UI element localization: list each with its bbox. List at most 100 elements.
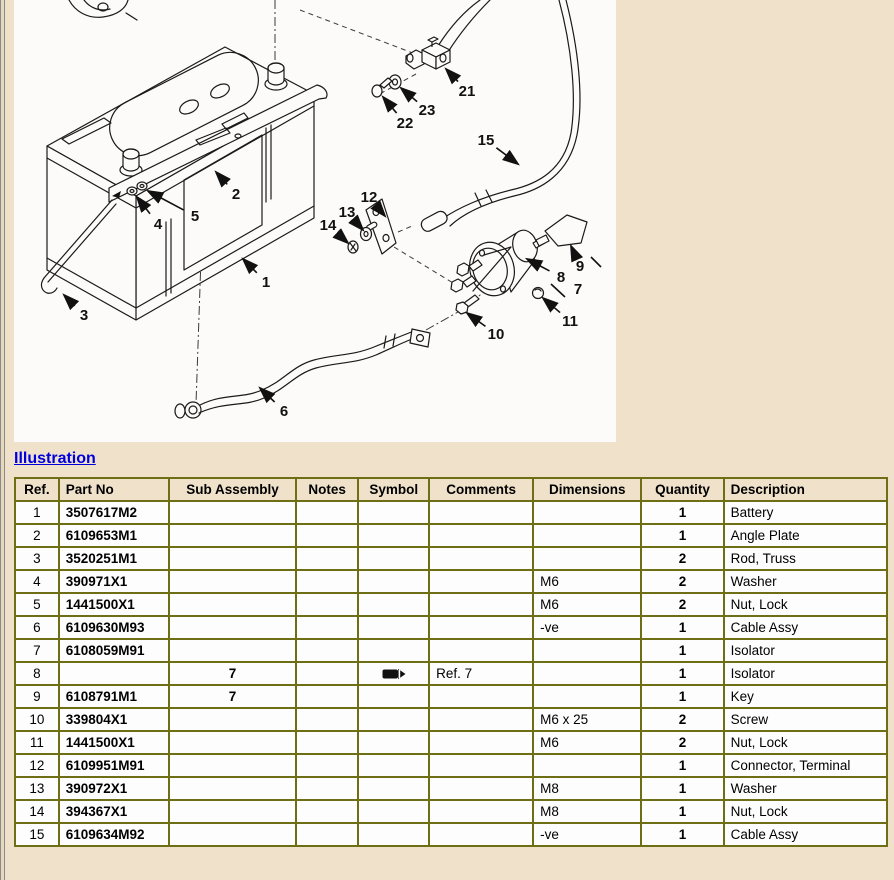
cell-description: Cable Assy	[722, 615, 889, 640]
cell-notes	[294, 730, 360, 755]
cell-description: Isolator	[722, 661, 889, 686]
cell-description: Rod, Truss	[722, 546, 889, 571]
cell-comments	[428, 615, 535, 640]
cell-comments	[428, 730, 535, 755]
callout-arrow	[541, 296, 561, 314]
callout-label: 7	[574, 281, 582, 298]
cell-ref: 5	[14, 592, 60, 617]
callout-label: 5	[191, 208, 199, 225]
callout-label: 22	[397, 115, 414, 132]
cell-comments	[428, 523, 535, 548]
cell-part-no: 339804X1	[57, 707, 171, 732]
cell-part-no: 3520251M1	[57, 546, 171, 571]
frame-left-edge	[0, 0, 5, 880]
cell-part-no: 1441500X1	[57, 592, 171, 617]
cell-notes	[294, 684, 360, 709]
cell-quantity: 2	[640, 730, 725, 755]
cell-symbol	[357, 592, 431, 617]
cell-comments	[428, 546, 535, 571]
cell-dimensions	[532, 753, 643, 778]
cell-description: Washer	[722, 776, 889, 801]
cell-sub-assembly	[168, 546, 297, 571]
cell-sub-assembly	[168, 592, 297, 617]
cell-ref: 4	[14, 569, 60, 594]
cell-quantity: 1	[640, 753, 725, 778]
cell-quantity: 1	[640, 615, 725, 640]
callout-arrow	[258, 386, 276, 404]
cell-notes	[294, 500, 360, 525]
illustration-link[interactable]: Illustration	[14, 450, 96, 467]
cell-part-no: 390971X1	[57, 569, 171, 594]
cell-symbol	[357, 684, 431, 709]
cell-part-no: 394367X1	[57, 799, 171, 824]
cell-symbol	[357, 500, 431, 525]
cell-quantity: 1	[640, 500, 725, 525]
cell-dimensions	[532, 546, 643, 571]
cell-ref: 2	[14, 523, 60, 548]
cell-comments	[428, 822, 535, 847]
column-header: Comments	[428, 477, 535, 502]
cell-quantity: 2	[640, 569, 725, 594]
cable-6-drawing	[174, 328, 431, 419]
cell-part-no: 6109653M1	[57, 523, 171, 548]
cell-comments	[428, 753, 535, 778]
callout-arrow	[570, 243, 584, 263]
cell-dimensions: M6	[532, 569, 643, 594]
cell-ref: 10	[14, 707, 60, 732]
callout-label: 3	[80, 307, 88, 324]
cell-dimensions: -ve	[532, 822, 643, 847]
cell-sub-assembly	[168, 615, 297, 640]
callout-arrow	[348, 214, 365, 232]
cell-description: Battery	[722, 500, 889, 525]
callout-arrow	[399, 86, 418, 103]
cell-symbol	[357, 661, 431, 686]
cell-description: Screw	[722, 707, 889, 732]
cutoff-part	[68, 0, 138, 21]
cell-dimensions: M6 x 25	[532, 707, 643, 732]
column-header: Sub Assembly	[168, 477, 297, 502]
cell-ref: 13	[14, 776, 60, 801]
cell-part-no: 6109630M93	[57, 615, 171, 640]
cell-comments	[428, 684, 535, 709]
cell-dimensions: M8	[532, 776, 643, 801]
callout-label: 1	[262, 274, 270, 291]
cell-ref: 3	[14, 546, 60, 571]
cell-notes	[294, 615, 360, 640]
column-header: Dimensions	[532, 477, 643, 502]
callout-arrow	[370, 200, 387, 218]
cell-sub-assembly	[168, 753, 297, 778]
callout-label: 11	[562, 313, 578, 330]
cell-sub-assembly	[168, 500, 297, 525]
cell-part-no: 6109951M91	[57, 753, 171, 778]
callout-label: 14	[320, 217, 337, 234]
callout-label: 4	[154, 216, 163, 233]
callout-arrow	[381, 95, 398, 114]
cell-symbol	[357, 523, 431, 548]
cell-symbol	[357, 730, 431, 755]
callout-label: 9	[576, 258, 584, 275]
cell-sub-assembly: 7	[168, 684, 297, 709]
cell-ref: 14	[14, 799, 60, 824]
cell-dimensions	[532, 684, 643, 709]
cell-quantity: 1	[640, 684, 725, 709]
pencil-arrow-icon	[382, 668, 406, 680]
cell-comments	[428, 799, 535, 824]
callout-label: 12	[361, 189, 378, 206]
cell-symbol	[357, 799, 431, 824]
cell-dimensions	[532, 523, 643, 548]
cell-ref: 1	[14, 500, 60, 525]
cell-comments	[428, 569, 535, 594]
cell-sub-assembly	[168, 822, 297, 847]
cell-symbol	[357, 707, 431, 732]
column-header: Symbol	[357, 477, 431, 502]
